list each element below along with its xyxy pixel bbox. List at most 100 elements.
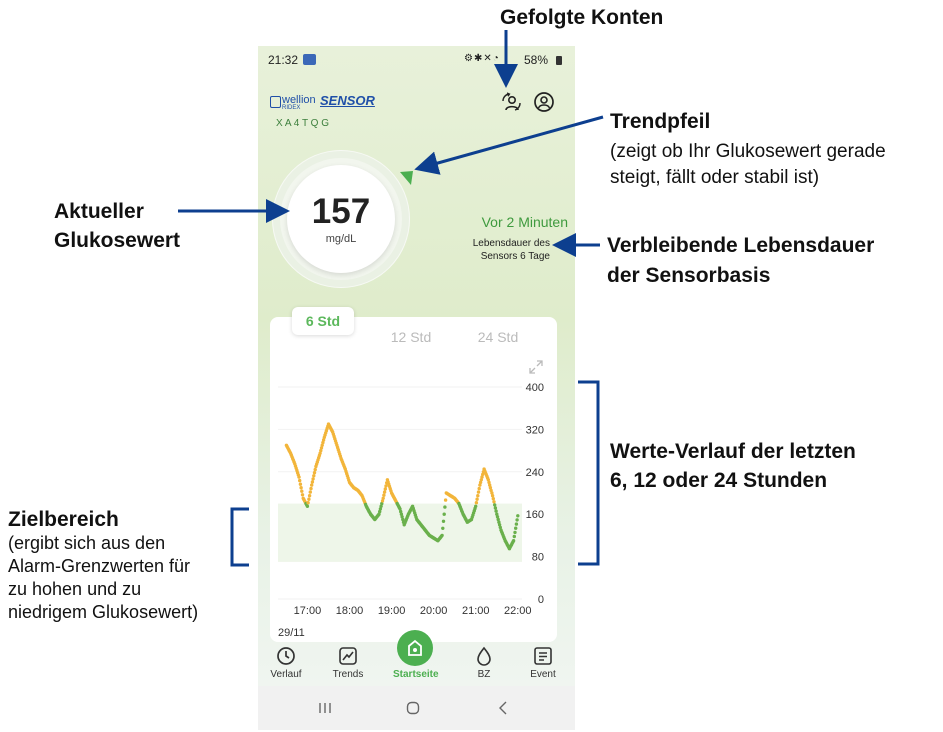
glucose-point — [474, 501, 479, 505]
tab-24h[interactable]: 24 Std — [477, 329, 519, 345]
glucose-point — [478, 483, 482, 487]
annotation-sensor-life-1: Verbleibende Lebensdauer — [607, 234, 875, 257]
glucose-point — [380, 499, 385, 503]
profile-icon[interactable] — [533, 91, 555, 113]
glucose-point — [497, 520, 501, 524]
glucose-point — [496, 517, 500, 522]
status-bar: 21:32 ⚙✱✕◔ 58% — [258, 46, 575, 74]
glucose-point — [480, 475, 484, 479]
glucose-point — [493, 506, 498, 510]
glucose-point — [401, 517, 405, 522]
glucose-point — [495, 512, 499, 516]
blood-drop-icon — [477, 646, 491, 666]
chart-grid — [278, 386, 522, 600]
annotation-target-desc-3: zu hohen und zu — [8, 579, 142, 599]
glucose-point — [494, 509, 498, 513]
y-tick-label: 80 — [532, 552, 544, 564]
glucose-point — [384, 484, 388, 488]
glucose-display — [287, 165, 395, 273]
glucose-point — [490, 491, 494, 495]
history-icon — [277, 647, 295, 665]
x-tick-label: 22:00 — [504, 605, 532, 617]
x-tick-label: 18:00 — [336, 605, 364, 617]
annotation-target-desc-4: niedrigem Glukosewert) — [8, 602, 199, 622]
glucose-point — [487, 480, 491, 485]
glucose-point — [320, 443, 324, 447]
home-icon — [408, 639, 422, 656]
glucose-value: 157 — [311, 192, 371, 231]
battery-text: 58% — [524, 53, 549, 67]
glucose-point — [382, 490, 387, 494]
annotation-sensor-life-2: der Sensorbasis — [607, 264, 771, 287]
glucose-point — [321, 440, 325, 445]
home-system-icon[interactable] — [406, 701, 420, 715]
nav-trends[interactable]: Trends — [326, 646, 370, 680]
glucose-point — [516, 514, 520, 518]
followed-accounts-icon[interactable] — [500, 92, 522, 112]
recent-apps-icon[interactable] — [318, 702, 332, 714]
nav-bz[interactable]: BZ — [462, 646, 506, 680]
y-tick-label: 400 — [526, 382, 544, 394]
glucose-point — [319, 446, 324, 450]
tab-6h[interactable]: 6 Std — [292, 307, 354, 335]
nav-event[interactable]: Event — [521, 646, 565, 680]
glucose-point — [476, 494, 480, 498]
back-icon[interactable] — [498, 701, 508, 715]
brand-sub: RIDEX — [282, 105, 301, 111]
glucose-point — [491, 497, 495, 501]
glucose-point — [476, 490, 481, 494]
glucose-point — [490, 494, 495, 498]
glucose-point — [312, 471, 317, 475]
glucose-point — [321, 438, 326, 442]
bottom-navigation: Verlauf Trends Startseite BZ — [258, 630, 575, 686]
status-time: 21:32 — [268, 53, 299, 67]
tab-12h[interactable]: 12 Std — [390, 329, 432, 345]
x-tick-label: 20:00 — [420, 605, 448, 617]
annotation-target-title: Zielbereich — [8, 508, 119, 531]
nav-bz-label: BZ — [477, 669, 491, 680]
sensor-life-line-1: Lebensdauer des — [472, 238, 550, 249]
glucose-point — [299, 486, 303, 490]
glucose-point — [492, 500, 496, 504]
glucose-point — [378, 509, 382, 514]
glucose-point — [399, 509, 403, 514]
glucose-point — [489, 488, 493, 493]
glucose-point — [318, 451, 322, 455]
nav-verlauf[interactable]: Verlauf — [264, 646, 308, 680]
annotation-target-desc-2: Alarm-Grenzwerten für — [8, 556, 191, 576]
annotation-history-1: Werte-Verlauf der letzten — [610, 440, 856, 463]
sensor-code: X A 4 T Q G — [276, 118, 329, 129]
event-icon — [534, 647, 552, 665]
phone-screen: 21:32 ⚙✱✕◔ 58% wellion RIDEX SENSOR X A … — [258, 46, 575, 730]
glucose-point — [379, 504, 383, 508]
annotation-target-desc-1: (ergibt sich aus den — [8, 533, 166, 553]
date-label: 29/11 — [278, 627, 305, 639]
glucose-point — [498, 525, 502, 530]
tab-6h-label: 6 Std — [305, 313, 341, 329]
glucose-point — [400, 515, 404, 519]
nav-startseite-label[interactable]: Startseite — [393, 669, 439, 680]
y-tick-label: 320 — [526, 424, 544, 436]
bracket-history — [578, 380, 600, 566]
nav-event-label: Event — [530, 669, 556, 680]
annotation-history-2: 6, 12 oder 24 Stunden — [610, 469, 828, 492]
expand-icon[interactable] — [529, 360, 543, 374]
glucose-point — [382, 493, 386, 497]
glucose-point — [398, 507, 402, 511]
glucose-point — [300, 489, 304, 493]
home-button[interactable] — [397, 630, 433, 666]
bracket-target-range — [230, 507, 249, 567]
battery-icon — [556, 56, 562, 65]
glucose-point — [311, 477, 315, 481]
nav-verlauf-label: Verlauf — [270, 669, 302, 680]
x-tick-label: 19:00 — [378, 605, 406, 617]
x-tick-label: 17:00 — [294, 605, 322, 617]
glucose-point — [399, 512, 404, 516]
glucose-point — [313, 467, 317, 472]
y-tick-label: 160 — [526, 509, 544, 521]
annotation-trend-arrow-desc-1: (zeigt ob Ihr Glukosewert gerade — [610, 141, 886, 162]
y-tick-label: 0 — [538, 594, 544, 606]
glucose-point — [474, 504, 478, 508]
